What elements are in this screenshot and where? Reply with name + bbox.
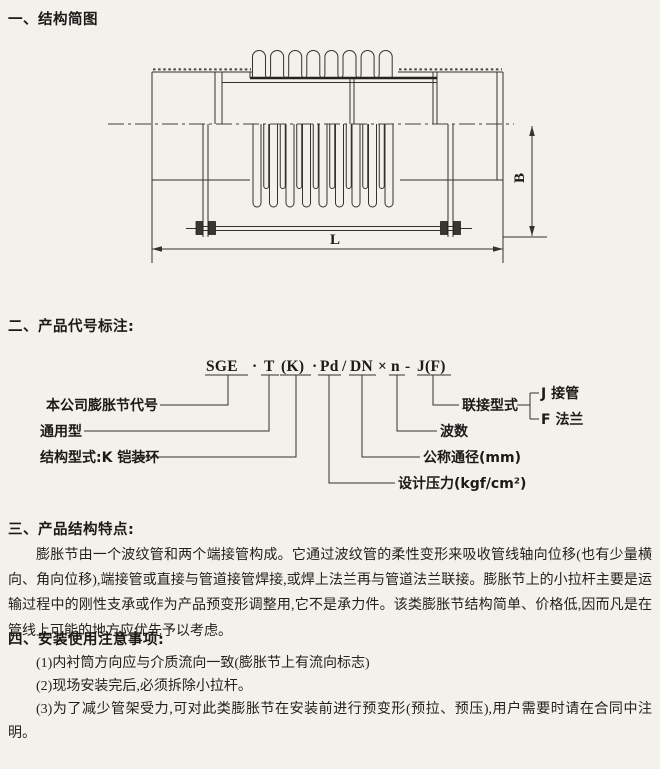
code-times-sign: × bbox=[378, 358, 387, 375]
code-nominal-diameter: DN bbox=[350, 358, 373, 375]
code-dash: - bbox=[405, 358, 410, 375]
product-code-diagram: SGE · T (K) · Pd / DN × n - J(F) bbox=[40, 358, 583, 492]
list-item-1: (1)内衬筒方向应与介质流向一致(膨胀节上有流向标志) bbox=[36, 656, 370, 671]
label-nominal-diameter: 公称通径(mm) bbox=[423, 449, 521, 466]
label-general-type: 通用型 bbox=[40, 423, 82, 440]
code-connection-type: J(F) bbox=[417, 358, 446, 375]
structure-diagram: L B bbox=[108, 50, 547, 263]
end-pipe-right bbox=[398, 68, 504, 263]
list-item-2: (2)现场安装完后,必须拆除小拉杆。 bbox=[36, 679, 252, 695]
section3-block: 三、产品结构特点: 膨胀节由一个波纹管和两个端接管构成。它通过波纹管的柔性变形来… bbox=[8, 518, 652, 644]
dimension-L: L bbox=[152, 232, 503, 252]
end-pipe-left bbox=[151, 68, 252, 263]
code-separator-dot: · bbox=[312, 358, 317, 375]
code-structure-type: (K) bbox=[281, 358, 304, 375]
bellows-top-profile bbox=[252, 50, 393, 78]
dim-height-label: B bbox=[512, 173, 528, 183]
label-structure-type: 结构型式:K 铠装环 bbox=[40, 449, 159, 466]
code-field-labels: 本公司膨胀节代号 通用型 结构型式:K 铠装环 设计压力(kgf/cm²) 公称… bbox=[40, 385, 583, 492]
label-connection-flange: F 法兰 bbox=[541, 411, 583, 428]
section1-heading: 一、结构简图 bbox=[8, 12, 98, 28]
code-separator-dot: · bbox=[252, 358, 257, 375]
code-design-pressure: Pd bbox=[320, 358, 339, 375]
dimension-B: B bbox=[503, 126, 547, 238]
section3-paragraph: 膨胀节由一个波纹管和两个端接管构成。它通过波纹管的柔性变形来吸收管线轴向位移(也… bbox=[8, 548, 652, 639]
section3-heading: 三、产品结构特点: bbox=[8, 522, 135, 538]
dim-length-label: L bbox=[330, 232, 340, 248]
code-slash: / bbox=[341, 358, 347, 375]
tie-rod-assembly bbox=[186, 124, 472, 237]
product-code-string: SGE · T (K) · Pd / DN × n - J(F) bbox=[206, 358, 446, 375]
label-design-pressure: 设计压力(kgf/cm²) bbox=[398, 475, 526, 492]
label-company-code: 本公司膨胀节代号 bbox=[46, 397, 158, 414]
label-connection-pipe: J 接管 bbox=[540, 385, 579, 402]
label-wave-count: 波数 bbox=[440, 423, 469, 440]
section4-block: 四、安装使用注意事项: (1)内衬筒方向应与介质流向一致(膨胀节上有流向标志) … bbox=[8, 628, 652, 745]
inner-liner-tube bbox=[222, 72, 437, 124]
code-company-prefix: SGE bbox=[206, 358, 238, 375]
bellows-section-bottom bbox=[252, 124, 394, 208]
section4-heading: 四、安装使用注意事项: bbox=[8, 632, 165, 648]
label-connection-type: 联接型式 bbox=[462, 397, 518, 414]
section2-heading: 二、产品代号标注: bbox=[8, 319, 135, 335]
code-general-type: T bbox=[264, 358, 275, 375]
list-item-3: (3)为了减少管架受力,可对此类膨胀节在安装前进行预变形(预拉、预压),用户需要… bbox=[8, 702, 652, 741]
code-wave-count: n bbox=[391, 358, 400, 375]
leader-lines bbox=[84, 375, 539, 484]
